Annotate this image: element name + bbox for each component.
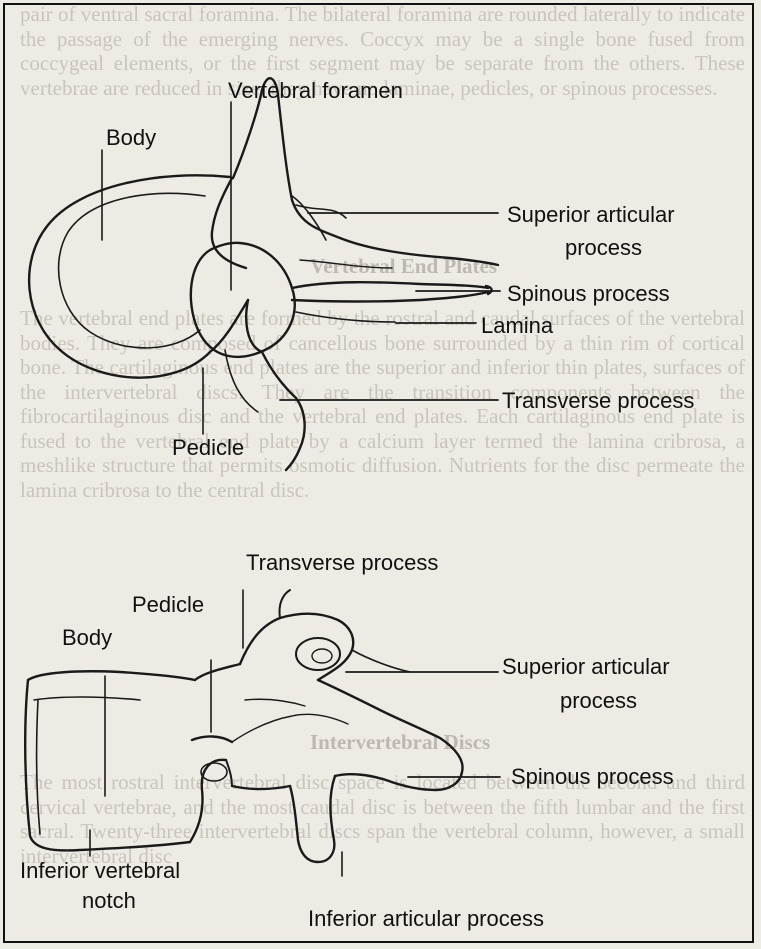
figure-border xyxy=(3,3,754,943)
